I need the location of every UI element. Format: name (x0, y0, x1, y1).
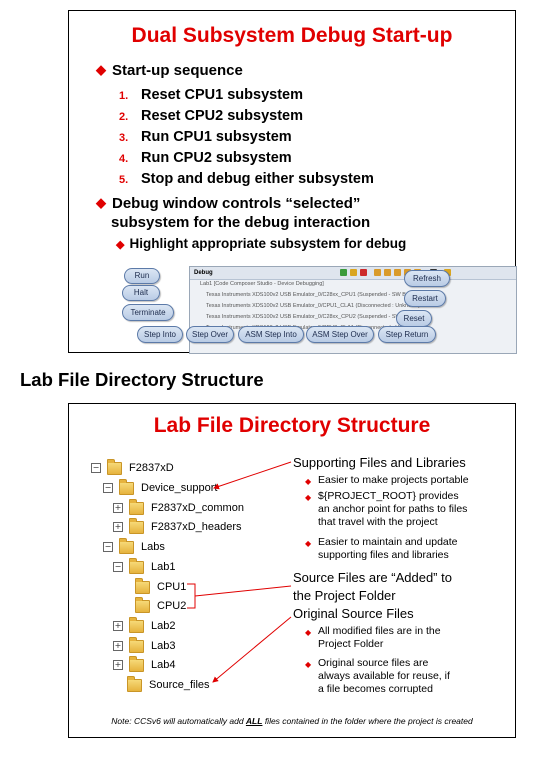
folder-icon (129, 655, 144, 672)
tree-item-device-support[interactable]: −Device_support (103, 478, 218, 495)
folder-icon (129, 616, 144, 633)
tree-item-lab2[interactable]: +Lab2 (113, 616, 176, 633)
folder-icon (135, 577, 150, 594)
diamond-bullet-icon: ◆ (96, 195, 106, 210)
step-into-callout: Step Into (137, 326, 183, 343)
folder-icon (119, 537, 134, 554)
annotation-arrows (187, 461, 292, 683)
slide-title: Lab File Directory Structure (153, 414, 431, 437)
folder-icon (135, 596, 150, 613)
bullet-debug-window-controls: ◆Debug window controls “selected” subsys… (96, 195, 371, 231)
slide-title: Dual Subsystem Debug Start-up (131, 24, 453, 47)
diamond-bullet-icon: ◆ (305, 660, 312, 669)
collapse-icon[interactable]: − (103, 542, 113, 553)
diamond-bullet-icon: ◆ (96, 62, 106, 77)
debug-tab[interactable]: Debug (194, 270, 213, 276)
folder-icon (127, 675, 142, 692)
debug-line[interactable]: Texas Instruments XDS100v2 USB Emulator_… (206, 303, 420, 309)
tree-item-headers[interactable]: +F2837xD_headers (113, 517, 242, 534)
terminate-callout: Terminate (122, 304, 174, 321)
debug-line[interactable]: Texas Instruments XDS100v2 USB Emulator_… (206, 314, 431, 320)
expand-icon[interactable]: + (113, 621, 123, 632)
reset-callout: Reset (396, 310, 432, 327)
step-item: 1.Reset CPU1 subsystem (119, 87, 303, 103)
collapse-icon[interactable]: − (103, 483, 113, 494)
tree-item-cpu2[interactable]: CPU2 (135, 596, 186, 613)
asm-step-into-icon (394, 269, 401, 276)
suspend-icon (350, 269, 357, 276)
tree-item-lab4[interactable]: +Lab4 (113, 655, 176, 672)
expand-icon[interactable]: + (113, 641, 123, 652)
arrow-original (212, 616, 292, 683)
bracket-cpu (187, 583, 292, 609)
run-callout: Run (124, 268, 160, 284)
refresh-callout: Refresh (404, 270, 450, 287)
original-heading: Original Source Files (293, 606, 414, 621)
diamond-bullet-icon: ◆ (305, 477, 312, 486)
tree-item-lab3[interactable]: +Lab3 (113, 636, 176, 653)
tree-item-common[interactable]: +F2837xD_common (113, 498, 244, 515)
bullet-startup-sequence: ◆Start-up sequence (96, 62, 243, 79)
step-item: 5.Stop and debug either subsystem (119, 171, 374, 187)
terminate-icon (360, 269, 367, 276)
diamond-bullet-icon: ◆ (116, 239, 125, 251)
tree-item-labs[interactable]: −Labs (103, 537, 165, 554)
debug-line[interactable]: Lab1 [Code Composer Studio - Device Debu… (200, 281, 324, 287)
folder-icon (129, 517, 144, 534)
step-item: 2.Reset CPU2 subsystem (119, 108, 303, 124)
folder-icon (119, 478, 134, 495)
asm-step-into-callout: ASM Step Into (238, 326, 304, 343)
resume-icon (340, 269, 347, 276)
tree-item-cpu1[interactable]: CPU1 (135, 577, 186, 594)
supporting-item: ◆Easier to make projects portable (305, 474, 469, 486)
folder-icon (129, 557, 144, 574)
footnote: Note: CCSv6 will automatically add ALL f… (111, 716, 473, 726)
collapse-icon[interactable]: − (113, 562, 123, 573)
asm-step-over-callout: ASM Step Over (306, 326, 374, 343)
step-item: 4.Run CPU2 subsystem (119, 150, 292, 166)
supporting-heading: Supporting Files and Libraries (293, 455, 466, 470)
tree-item-source-files[interactable]: Source_files (127, 675, 210, 692)
folder-icon (129, 636, 144, 653)
tree-item-root[interactable]: −F2837xD (91, 458, 174, 475)
step-return-callout: Step Return (378, 326, 436, 343)
debug-tab-bar: Debug (190, 267, 516, 280)
folder-icon (129, 498, 144, 515)
section-heading: Lab File Directory Structure (20, 369, 264, 390)
debug-line[interactable]: Texas Instruments XDS100v2 USB Emulator_… (206, 292, 431, 298)
step-item: 3.Run CPU1 subsystem (119, 129, 292, 145)
step-over-icon (384, 269, 391, 276)
folder-icon (107, 458, 122, 475)
diamond-bullet-icon: ◆ (305, 539, 312, 548)
tree-item-lab1[interactable]: −Lab1 (113, 557, 176, 574)
slide-lab-file-directory: Lab File Directory Structure −F2837xD −D… (68, 403, 516, 738)
sub-bullet-highlight: ◆Highlight appropriate subsystem for deb… (116, 236, 407, 251)
expand-icon[interactable]: + (113, 522, 123, 533)
restart-callout: Restart (404, 290, 446, 307)
diamond-bullet-icon: ◆ (305, 493, 312, 502)
expand-icon[interactable]: + (113, 503, 123, 514)
step-into-icon (374, 269, 381, 276)
collapse-icon[interactable]: − (91, 463, 101, 474)
arrow-supporting (213, 461, 292, 490)
halt-callout: Halt (122, 285, 160, 301)
step-over-callout: Step Over (186, 326, 234, 343)
diamond-bullet-icon: ◆ (305, 628, 312, 637)
expand-icon[interactable]: + (113, 660, 123, 671)
